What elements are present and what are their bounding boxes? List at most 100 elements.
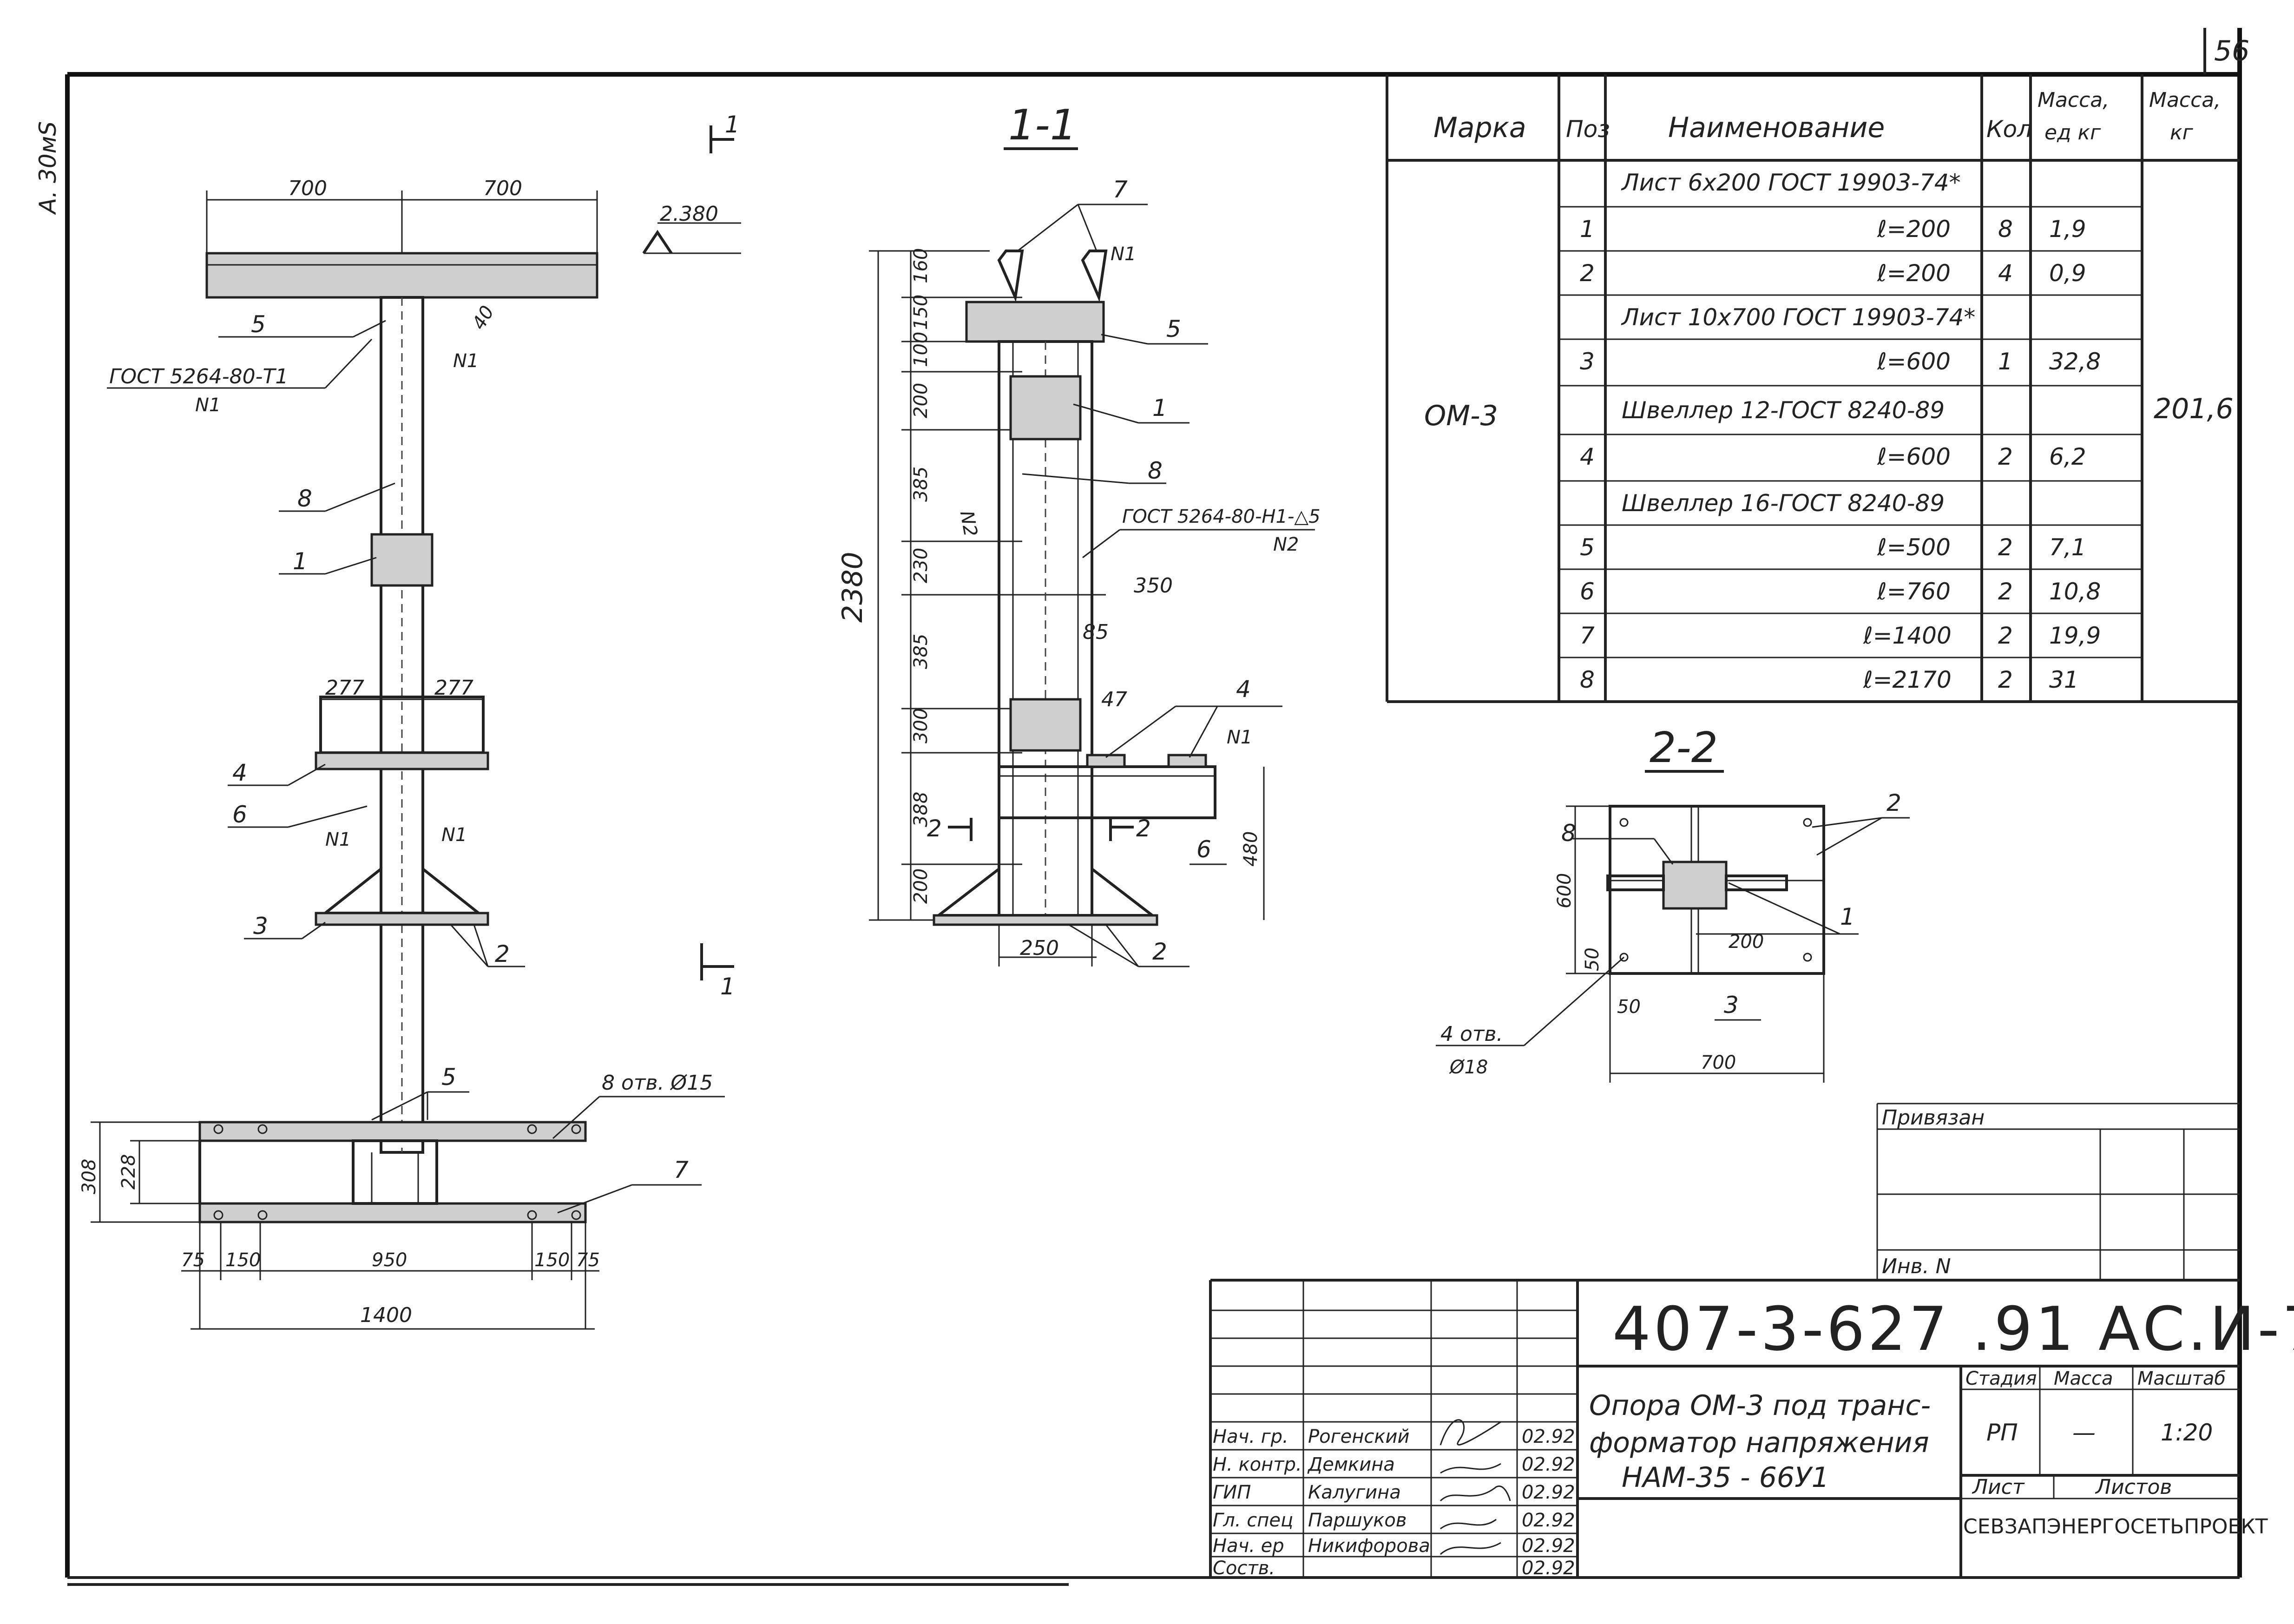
plan-dim-950: 950 [372, 1249, 407, 1271]
th-name: Наименование [1668, 112, 1885, 144]
spec-row-9-qty: 2 [1998, 578, 2013, 605]
sig-2-date: 02.92 [1522, 1482, 1575, 1503]
plan-holes-note: 8 отв. Ø15 [602, 1071, 713, 1095]
page-number: 56 [2214, 35, 2249, 67]
sig-4-role: Нач. ер [1213, 1535, 1284, 1557]
section-2-2-dim-600: 600 [1554, 873, 1575, 908]
section-2-2-callout-2: 2 [1886, 789, 1901, 816]
plan-callout-7: 7 [674, 1157, 689, 1183]
title-line-1: Опора ОМ-3 под транс- [1589, 1389, 1931, 1422]
spec-row-4-qty: 1 [1998, 348, 2013, 375]
spec-row-10-qty: 2 [1998, 622, 2013, 649]
spec-row-4-mass: 32,8 [2049, 348, 2101, 375]
spec-row-6-pos: 4 [1580, 443, 1595, 470]
plan-dim-150-right: 150 [534, 1249, 570, 1271]
section-1-1-seg-1: 150 [910, 295, 932, 330]
section-2-2-holes: 4 отв. [1440, 1022, 1503, 1046]
section-1-1-seg-8: 388 [910, 792, 932, 827]
spec-row-7-name: Швеллер 16-ГОСТ 8240-89 [1622, 490, 1945, 517]
spec-row-4-pos: 3 [1580, 348, 1595, 375]
spec-row-0-name: Лист 6х200 ГОСТ 19903-74* [1621, 169, 1961, 196]
front-weld-n-low-right: N1 [441, 824, 467, 846]
front-view: 700 700 2.380 277 277 5 ГОСТ 5264-80-Т1 … [107, 111, 741, 1154]
section-1-1-callout-7: 7 [1113, 176, 1128, 203]
spec-row-4-name: ℓ=600 [1877, 348, 1951, 375]
mass-value: — [2072, 1419, 2096, 1446]
section-1-1-dim-350: 350 [1134, 574, 1173, 598]
spec-table: Марка Поз Наименование Кол Масса,ед кг М… [1386, 74, 2240, 703]
sig-1-role: Н. контр. [1213, 1454, 1302, 1475]
plan-callout-5: 5 [441, 1064, 456, 1091]
spec-row-1-pos: 1 [1580, 216, 1595, 243]
section-1-1-seg-7: 300 [910, 708, 932, 743]
section-1-1-title: 1-1 [1008, 101, 1077, 150]
front-callout-6: 6 [232, 801, 247, 828]
spec-row-11-name: ℓ=2170 [1863, 666, 1952, 693]
tied-label: Привязан [1882, 1106, 1985, 1130]
spec-row-8-name: ℓ=500 [1877, 534, 1951, 561]
drawing-designation: 407-3-627 .91 АС.И-75 [1612, 1294, 2294, 1364]
side-stamp: А. 30мS [34, 121, 61, 215]
section-1-1-callout-5: 5 [1166, 316, 1181, 342]
front-weld-n: N1 [195, 394, 221, 416]
section-2-2-callout-8: 8 [1561, 820, 1576, 847]
plan-dim-228: 228 [118, 1154, 139, 1190]
spec-row-11-mass: 31 [2049, 666, 2079, 693]
scale-header: Масштаб [2137, 1368, 2226, 1389]
th-mark: Марка [1433, 112, 1526, 144]
section-1-1-dim-85: 85 [1083, 620, 1109, 644]
sig-0-name: Рогенский [1308, 1426, 1410, 1447]
section-1-1-mark-right: 2 [1136, 815, 1151, 842]
stage-value: РП [1986, 1419, 2018, 1446]
section-1-1-seg-6: 385 [910, 634, 932, 669]
scale-value: 1:20 [2161, 1419, 2213, 1446]
plan-dim-150-left: 150 [225, 1249, 261, 1271]
title-line-3: НАМ-35 - 66У1 [1622, 1461, 1829, 1494]
front-callout-5: 5 [251, 311, 266, 338]
sig-3-name: Паршуков [1308, 1510, 1407, 1531]
front-dim-277-right: 277 [434, 676, 473, 700]
plan-dim-75-right: 75 [576, 1249, 600, 1271]
sig-1-name: Демкина [1307, 1454, 1395, 1475]
sig-1-date: 02.92 [1522, 1454, 1575, 1475]
handwritten-signatures [1440, 1419, 1511, 1555]
th-unit-mass: Масса,ед кг [2038, 88, 2109, 145]
title-line-2: форматор напряжения [1589, 1427, 1929, 1459]
section-2-2-dim-700: 700 [1701, 1052, 1736, 1073]
mass-header: Масса [2054, 1368, 2113, 1389]
spec-row-8-qty: 2 [1998, 534, 2013, 561]
front-callout-8: 8 [297, 485, 312, 512]
plan-dim-75-left: 75 [181, 1249, 205, 1271]
front-weld-n-low-left: N1 [325, 829, 351, 850]
sig-4-name: Никифорова [1308, 1535, 1430, 1557]
spec-row-6-name: ℓ=600 [1877, 443, 1951, 470]
sheet-header: Лист [1972, 1475, 2025, 1499]
section-1-1-seg-3: 200 [910, 383, 932, 418]
th-pos: Поз [1566, 116, 1610, 143]
sig-2-name: Калугина [1308, 1482, 1401, 1503]
spec-row-8-mass: 7,1 [2049, 534, 2086, 561]
spec-row-2-pos: 2 [1580, 260, 1595, 287]
section-1-1-weld-n: N2 [1273, 534, 1299, 555]
section-1-1-weld-n-right: N1 [1227, 727, 1252, 748]
spec-row-2-mass: 0,9 [2049, 260, 2086, 287]
sig-5-date: 02.92 [1522, 1558, 1575, 1579]
section-2-2-dim-200: 200 [1729, 931, 1764, 953]
spec-row-5-name: Швеллер 12-ГОСТ 8240-89 [1622, 397, 1945, 424]
section-1-1-callout-2: 2 [1152, 938, 1167, 965]
section-1-1-seg-0: 160 [910, 248, 932, 283]
section-2-2-dim-50-bottom: 50 [1617, 996, 1641, 1018]
front-weld-note: ГОСТ 5264-80-Т1 [109, 365, 288, 388]
sig-3-role: Гл. спец [1213, 1510, 1293, 1531]
plan-dim-overall: 1400 [360, 1303, 412, 1327]
sig-5-role: Соств. [1213, 1558, 1275, 1579]
plan-holes [213, 1124, 581, 1220]
spec-row-10-pos: 7 [1580, 622, 1595, 649]
section-1-1-weld-note: ГОСТ 5264-80-Н1-△5 [1122, 506, 1321, 527]
section-1-1-callout-8: 8 [1148, 457, 1163, 484]
revision-box: Привязан Инв. N [1876, 1103, 2240, 1280]
section-1-1-callout-4: 4 [1236, 676, 1251, 703]
front-section-mark-top: 1 [725, 111, 740, 138]
spec-row-6-mass: 6,2 [2049, 443, 2086, 470]
